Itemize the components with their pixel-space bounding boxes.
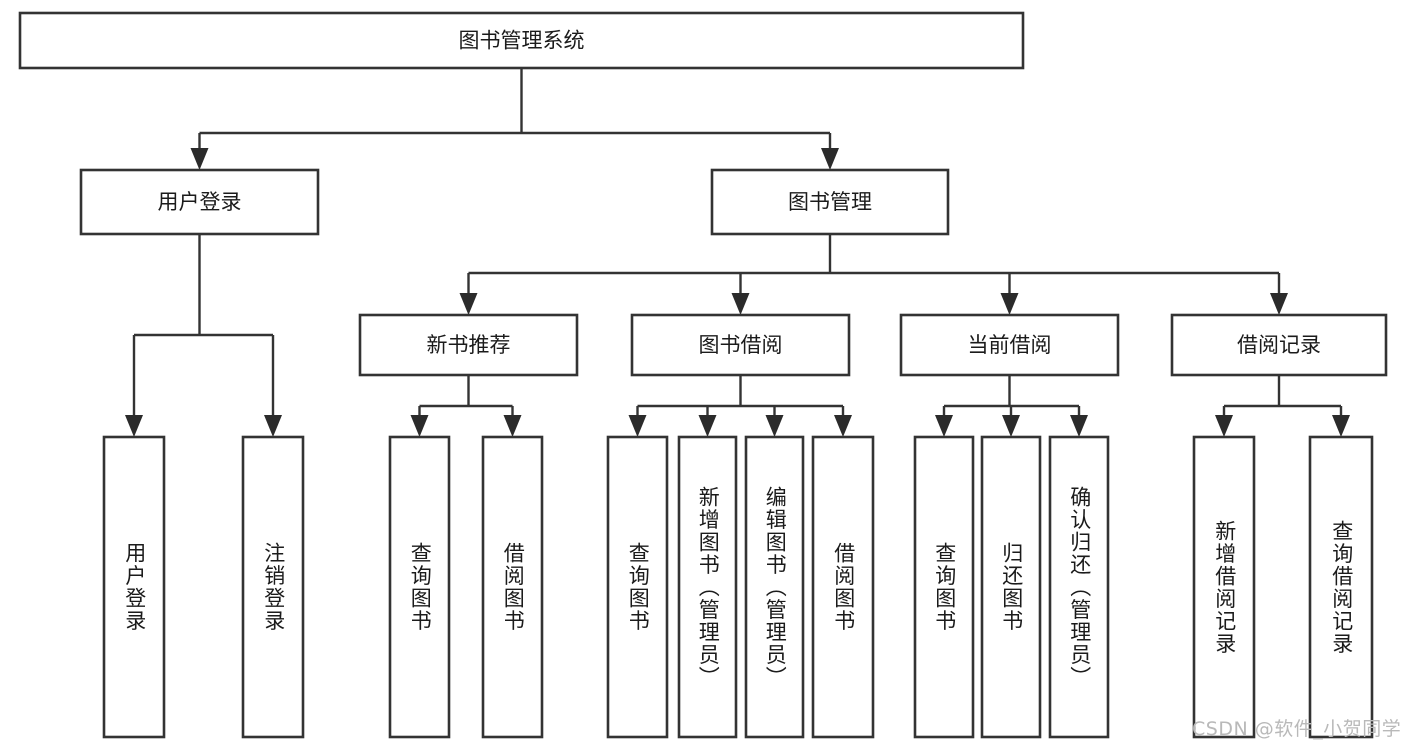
arrow-head-icon xyxy=(1000,293,1019,315)
node-box-leaf-query-book-2[interactable] xyxy=(606,435,669,739)
node-box-root-root[interactable] xyxy=(18,11,1025,70)
node-label-borrow-record: 借阅记录 xyxy=(1237,333,1321,357)
arrow-head-icon xyxy=(628,415,647,437)
arrow-head-icon xyxy=(410,415,429,437)
node-box-leaf-query-book-1[interactable] xyxy=(388,435,451,739)
arrow-head-icon xyxy=(125,415,143,437)
node-box-book-management[interactable] xyxy=(710,168,950,236)
node-box-new-book-recommend[interactable] xyxy=(358,313,579,377)
node-box-user-login[interactable] xyxy=(79,168,320,236)
node-box-current-borrow[interactable] xyxy=(899,313,1120,377)
node-box-leaf-borrow-book-2[interactable] xyxy=(811,435,875,739)
node-label-current-borrow: 当前借阅 xyxy=(968,333,1052,357)
arrow-head-icon xyxy=(765,415,784,437)
node-box-leaf-confirm-return-admin[interactable] xyxy=(1048,435,1110,739)
node-box-leaf-borrow-book-1[interactable] xyxy=(481,435,544,739)
node-label-root: 图书管理系统 xyxy=(459,29,585,53)
arrow-head-icon xyxy=(834,415,852,437)
node-label-new-book-recommend: 新书推荐 xyxy=(427,333,511,357)
arrow-head-icon xyxy=(264,415,282,437)
arrow-head-icon xyxy=(935,415,953,437)
arrow-head-icon xyxy=(459,293,478,315)
connectors-layer xyxy=(125,68,1350,437)
node-label-user-login: 用户登录 xyxy=(158,190,242,214)
node-label-book-management: 图书管理 xyxy=(788,190,872,214)
node-box-borrow-record[interactable] xyxy=(1170,313,1388,377)
node-box-leaf-query-borrow-record[interactable] xyxy=(1308,435,1374,739)
node-box-leaf-add-book-admin[interactable] xyxy=(677,435,738,739)
node-box-leaf-edit-book-admin[interactable] xyxy=(744,435,805,739)
arrow-head-icon xyxy=(821,148,839,170)
arrow-head-icon xyxy=(1270,293,1288,315)
arrow-head-icon xyxy=(1332,415,1350,437)
arrow-head-icon xyxy=(1070,415,1088,437)
node-label-book-borrow: 图书借阅 xyxy=(699,333,783,357)
node-box-leaf-add-borrow-record[interactable] xyxy=(1192,435,1256,739)
arrow-head-icon xyxy=(731,293,750,315)
node-box-book-borrow[interactable] xyxy=(630,313,851,377)
node-box-leaf-logout[interactable] xyxy=(241,435,305,739)
arrow-head-icon xyxy=(698,415,717,437)
node-box-leaf-query-book-3[interactable] xyxy=(913,435,975,739)
node-box-leaf-user-login[interactable] xyxy=(102,435,166,739)
boxes-layer xyxy=(18,11,1388,739)
arrow-head-icon xyxy=(1215,415,1233,437)
arrow-head-icon xyxy=(1002,415,1020,437)
node-box-leaf-return-book[interactable] xyxy=(980,435,1042,739)
arrow-head-icon xyxy=(190,148,209,170)
csdn-watermark: CSDN @软件_小贺同学 xyxy=(1192,718,1402,740)
arrow-head-icon xyxy=(503,415,522,437)
